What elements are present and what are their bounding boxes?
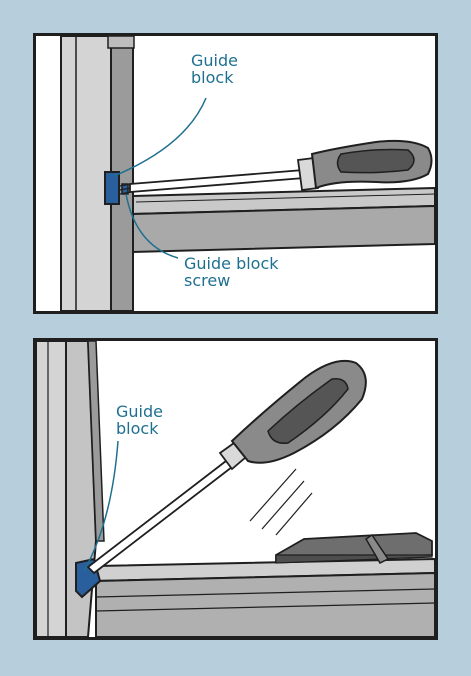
vertical-frame-post [60,36,112,311]
bottom-guide-block-label: Guide block [116,403,163,437]
latch-hardware [275,532,433,564]
motion-line [249,468,297,522]
label-line: Guide block [184,254,279,273]
top-panel: Guide block Guide block screw [33,33,438,314]
sash-rail-face [132,204,435,254]
label-line: block [116,419,159,438]
sash-rail-groove [135,193,435,203]
top-guide-block-label: Guide block [191,52,238,86]
guide-block-leader-line [113,97,207,177]
guide-block-screw-leader-line [125,193,179,259]
bottom-panel-drawing [36,341,435,637]
label-line: screw [184,271,231,290]
motion-line [275,492,313,536]
label-line: Guide [116,402,163,421]
sash-rail-face [95,571,435,637]
sash-rail-groove [95,588,435,598]
frame-top-notch [107,36,135,49]
sash-rail-groove [95,602,435,612]
vertical-frame-post [36,341,67,637]
guide-block [104,171,120,205]
bottom-panel: Guide block [33,338,438,640]
screwdriver-shaft [86,459,234,575]
screwdriver-grip [336,148,415,174]
label-line: block [191,68,234,87]
top-panel-drawing [60,36,435,311]
screwdriver-shaft [129,169,305,193]
motion-line [261,480,305,530]
top-guide-block-screw-label: Guide block screw [184,255,279,289]
label-line: Guide [191,51,238,70]
screwdriver-grip [267,377,349,444]
guide-block-leader-line [83,440,119,572]
frame-post-edge [87,341,105,542]
